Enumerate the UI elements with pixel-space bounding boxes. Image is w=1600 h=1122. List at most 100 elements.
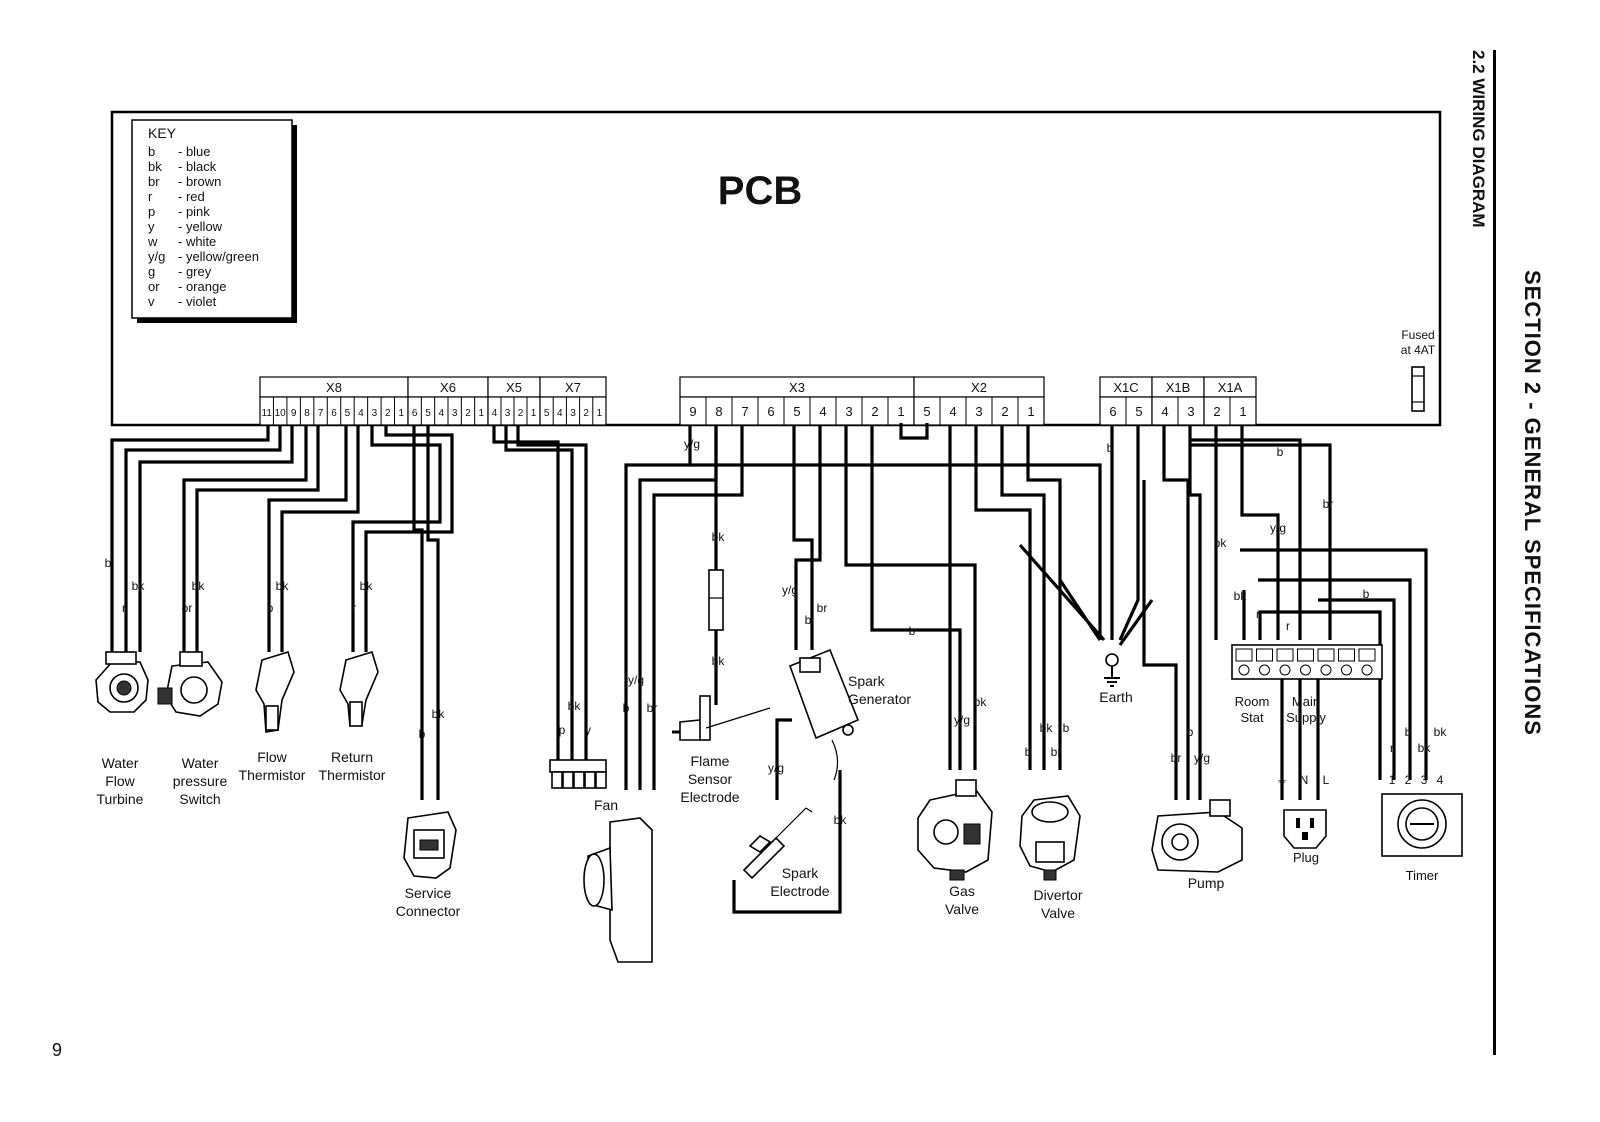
key-box — [131, 119, 293, 319]
label-flame-sensor-3: Electrode — [680, 789, 739, 805]
gas-valve-icon — [917, 779, 993, 881]
water-flow-turbine-icon — [95, 651, 149, 713]
connector-pin-label: 3 — [845, 404, 852, 419]
pump-icon — [1151, 799, 1243, 873]
timer-terminal-1: 1 — [1389, 773, 1396, 787]
wire-label: bk — [360, 579, 374, 593]
wire-label: or — [182, 601, 193, 615]
connector-pin-label: 9 — [689, 404, 696, 419]
connector-pin-label: 3 — [570, 408, 576, 419]
key-code: v — [148, 294, 155, 309]
wire-label: y/g — [954, 713, 970, 727]
connector-pin-label: 3 — [452, 408, 458, 419]
wire-bundle — [110, 425, 1428, 914]
connector-pin-label: 1 — [531, 408, 537, 419]
connector-pin-label: 3 — [975, 404, 982, 419]
wire-label: b — [105, 556, 112, 570]
connector-pin-label: 4 — [819, 404, 826, 419]
wire-label: bk — [974, 695, 988, 709]
label-fan: Fan — [594, 797, 618, 813]
connector-pin-label: 1 — [398, 408, 404, 419]
wire-label: br — [1171, 751, 1182, 765]
label-water-pressure-switch-2: pressure — [173, 773, 228, 789]
wire-label: bk — [132, 579, 146, 593]
connector-pin-label: 4 — [492, 408, 498, 419]
wire-label: bk — [1418, 741, 1432, 755]
connector-name: X6 — [440, 380, 456, 395]
wire-label: r — [1286, 619, 1290, 633]
connector-pin-label: 6 — [767, 404, 774, 419]
key-code: g — [148, 264, 155, 279]
key-code: y/g — [148, 249, 165, 264]
connector-name: X2 — [971, 380, 987, 395]
connector-name: X3 — [789, 380, 805, 395]
wire-label: br — [817, 601, 828, 615]
connector-pin-label: 5 — [345, 408, 351, 419]
label-water-flow-turbine-1: Water — [102, 755, 139, 771]
key-colour-name: - black — [178, 159, 217, 174]
key-code: r — [148, 189, 153, 204]
connector-pin-label: 5 — [923, 404, 930, 419]
wire-label: y/g — [768, 761, 784, 775]
label-divertor-valve-2: Valve — [1041, 905, 1075, 921]
wire-label: r — [352, 601, 356, 615]
wire-label: bk — [1040, 721, 1054, 735]
wire-label: r — [1256, 607, 1260, 621]
key-heading: KEY — [148, 125, 177, 141]
wire-label: b — [419, 727, 426, 741]
connector-pin-label: 5 — [425, 408, 431, 419]
connector-pin-label: 2 — [1213, 404, 1220, 419]
connector-pin-label: 6 — [412, 408, 418, 419]
fuse-label-line1: Fused — [1401, 328, 1434, 342]
connector-pin-label: 2 — [385, 408, 391, 419]
connector-pin-label: 6 — [331, 408, 337, 419]
key-colour-name: - brown — [178, 174, 221, 189]
connector-name: X1B — [1166, 380, 1191, 395]
fan-icon — [583, 817, 653, 963]
wire-label: y/g — [1194, 751, 1210, 765]
timer-terminal-4: 4 — [1437, 773, 1444, 787]
flame-sensor-electrode-icon — [672, 569, 771, 741]
wire-label: bk — [276, 579, 290, 593]
wire-label: b — [805, 613, 812, 627]
wire-label: bk — [1214, 536, 1228, 550]
key-colour-name: - red — [178, 189, 205, 204]
wire-label: b — [623, 701, 630, 715]
spark-generator-icon — [788, 648, 860, 781]
connector-pin-label: 5 — [1135, 404, 1142, 419]
wire-label: y/g — [782, 583, 798, 597]
label-gas-valve-1: Gas — [949, 883, 975, 899]
connector-name: X8 — [326, 380, 342, 395]
wire-label: b — [909, 624, 916, 638]
wire-label: bk — [1234, 589, 1248, 603]
connector-pin-label: 5 — [544, 408, 550, 419]
wire-label: b — [1025, 745, 1032, 759]
label-main-supply-1: Main — [1292, 694, 1320, 709]
connector-pin-label: 2 — [518, 408, 524, 419]
wire-label: b — [1405, 725, 1412, 739]
connector-name: X5 — [506, 380, 522, 395]
connector-pin-label: 4 — [1161, 404, 1168, 419]
label-water-flow-turbine-2: Flow — [105, 773, 135, 789]
label-water-flow-turbine-3: Turbine — [97, 791, 144, 807]
plug-terminal-n: N — [1300, 773, 1309, 787]
label-water-pressure-switch-3: Switch — [179, 791, 220, 807]
connector-name: X1C — [1113, 380, 1138, 395]
label-flame-sensor-2: Sensor — [688, 771, 733, 787]
timer-terminal-2: 2 — [1405, 773, 1412, 787]
wire-label: r — [122, 601, 126, 615]
connector-pin-label: 6 — [1109, 404, 1116, 419]
label-return-thermistor-1: Return — [331, 749, 373, 765]
fuse-icon — [1411, 366, 1425, 412]
wire-label: r — [1390, 741, 1394, 755]
key-code: or — [148, 279, 160, 294]
key-code: p — [148, 204, 155, 219]
connector-pin-label: 11 — [262, 408, 273, 419]
key-code: br — [148, 174, 160, 189]
label-water-pressure-switch-1: Water — [182, 755, 219, 771]
timer-icon — [1381, 793, 1463, 857]
flow-thermistor-icon — [255, 650, 295, 733]
